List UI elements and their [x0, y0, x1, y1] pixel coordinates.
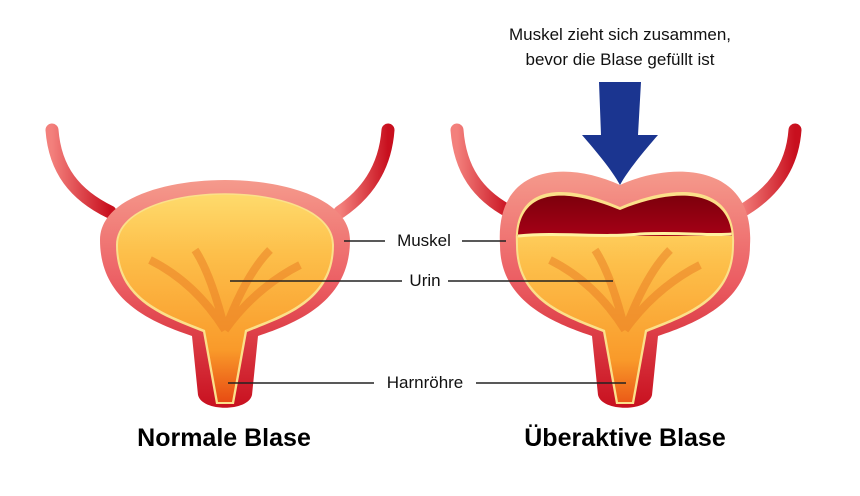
label-urine: Urin — [409, 271, 441, 290]
label-muscle: Muskel — [397, 231, 451, 250]
left-ureter — [45, 123, 117, 219]
down-arrow-icon — [582, 82, 658, 185]
normal-bladder — [45, 123, 395, 408]
annotation-line-1: Muskel zieht sich zusammen, — [508, 25, 732, 44]
right-ureter — [333, 123, 395, 219]
annotation-line-2: bevor die Blase gefüllt ist — [525, 50, 715, 69]
label-urethra: Harnröhre — [386, 373, 464, 392]
left-ureter — [450, 123, 517, 219]
leader-lines — [228, 240, 626, 384]
right-ureter — [733, 123, 802, 219]
title-overactive-bladder: Überaktive Blase — [524, 424, 726, 452]
title-normal-bladder: Normale Blase — [137, 424, 311, 452]
overactive-bladder — [450, 82, 802, 408]
contraction-annotation: Muskel zieht sich zusammen, bevor die Bl… — [509, 22, 731, 72]
